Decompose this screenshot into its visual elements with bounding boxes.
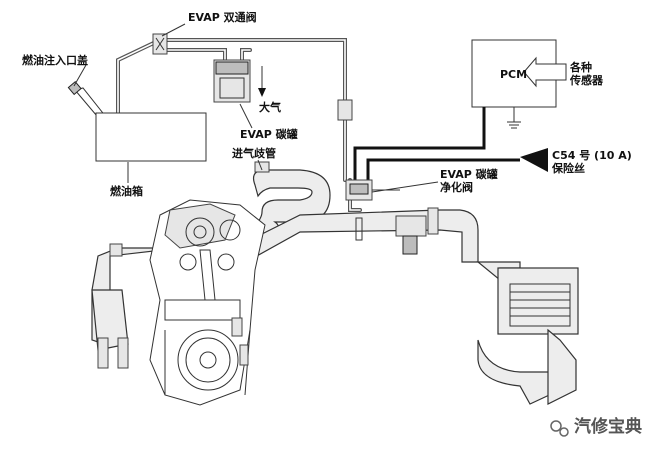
atmosphere-arrow [258, 66, 266, 97]
intake-duct [239, 207, 479, 263]
label-fuel-tank: 燃油箱 [109, 184, 143, 198]
sensors-input-arrow [523, 56, 567, 88]
label-pcm: PCM [500, 68, 527, 81]
label-purge-valve-2: 净化阀 [440, 180, 473, 194]
label-fuse-2: 保险丝 [551, 161, 585, 175]
evap-purge-valve [345, 179, 400, 201]
evap-inline-filter [337, 99, 353, 121]
pcm-ground-symbol [507, 107, 521, 129]
label-fuse-1: C54 号 (10 A) [552, 149, 632, 162]
exhaust-system [91, 243, 181, 369]
watermark-text: 汽修宝典 [574, 416, 642, 437]
label-fuel-filler-cap: 燃油注入口盖 [21, 53, 88, 67]
label-various-sensors-1: 各种 [569, 60, 592, 74]
label-evap-canister: EVAP 碳罐 [240, 127, 298, 141]
wechat-logo-icon [550, 420, 569, 437]
label-atmosphere: 大气 [259, 100, 281, 114]
fuse-wedge [520, 148, 548, 172]
pcm-wiring [353, 107, 548, 182]
fuel-tank [95, 112, 207, 162]
evap-canister [213, 59, 251, 103]
label-intake-manifold: 进气歧管 [232, 146, 276, 160]
label-purge-valve-1: EVAP 碳罐 [440, 167, 498, 181]
label-various-sensors-2: 传感器 [569, 73, 604, 87]
label-evap-two-way-valve: EVAP 双通阀 [188, 10, 257, 24]
air-cleaner [476, 261, 579, 405]
evap-two-way-valve [152, 33, 168, 55]
engine-block [149, 199, 266, 406]
watermark: 汽修宝典 [550, 416, 642, 437]
leader-lines [73, 23, 439, 193]
